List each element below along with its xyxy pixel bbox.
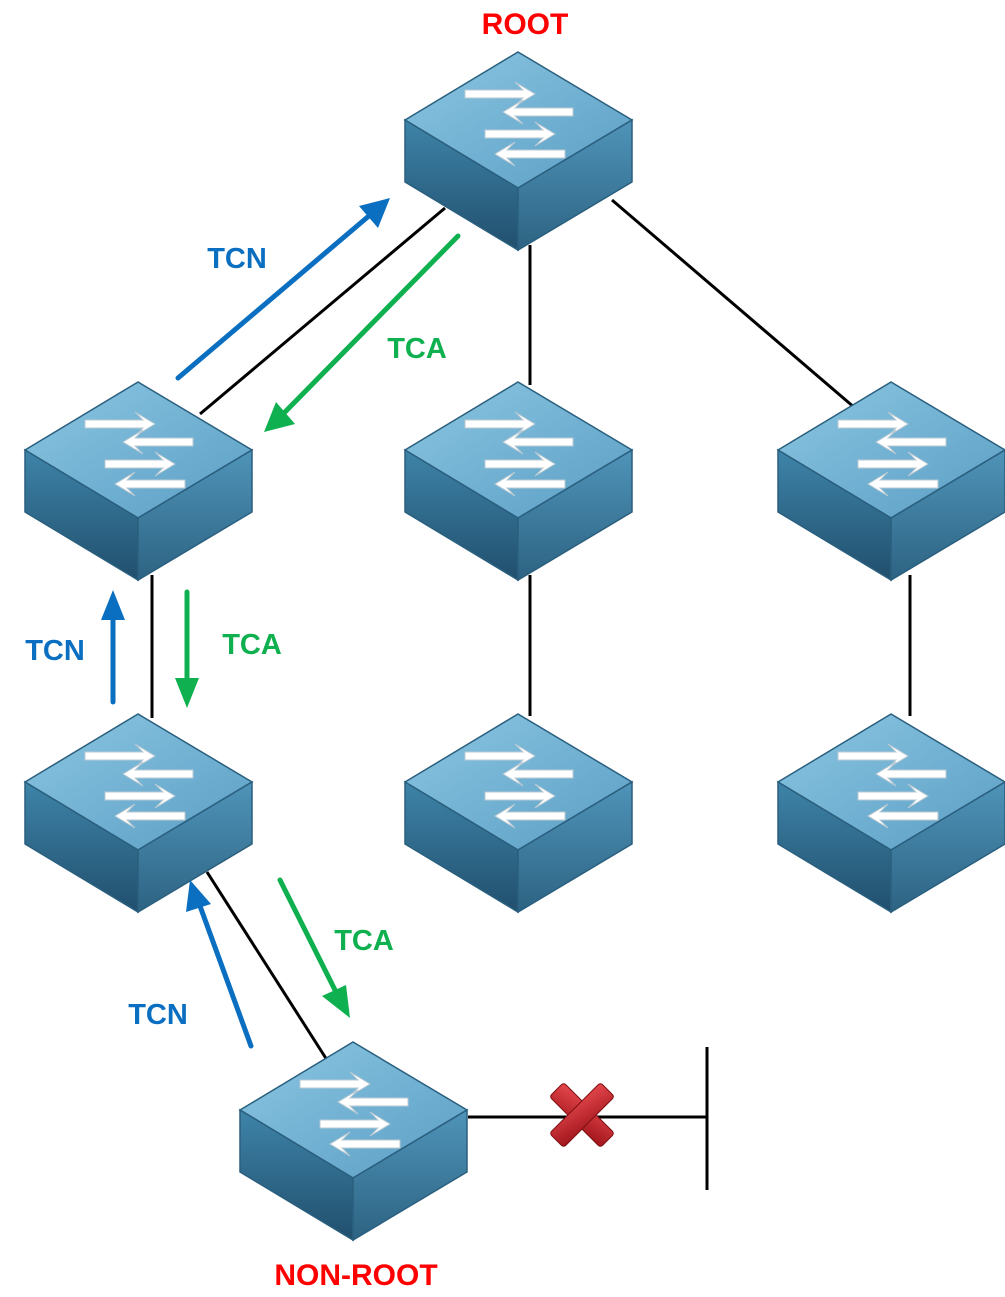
- tca-label-root-link: TCA: [387, 333, 447, 365]
- tca-arrow-sw4-to-nonroot: [277, 877, 350, 1018]
- switch-icon-sw4: [23, 713, 254, 914]
- tca-arrow-root-to-sw1: [264, 233, 461, 432]
- switch-icon-sw3: [776, 381, 1005, 582]
- switches: [23, 51, 1005, 1242]
- tcn-arrow-sw4-to-sw1: [101, 590, 125, 705]
- non-root-label: NON-ROOT: [274, 1259, 437, 1292]
- arrows: [101, 198, 461, 1049]
- switch-icon-sw1: [23, 381, 254, 582]
- tcn-label-sw1-link: TCN: [25, 635, 85, 667]
- tca-label-sw1-link: TCA: [222, 629, 282, 661]
- link-sw4-nonroot: [205, 871, 329, 1061]
- tcn-arrow-nonroot-to-sw4: [186, 880, 254, 1049]
- labels: ROOT NON-ROOT TCN TCA TCN TCA TCA TCN: [25, 8, 568, 1292]
- switch-icon-sw2: [403, 381, 634, 582]
- switch-icon-root: [403, 51, 634, 252]
- tca-label-sw4-link: TCA: [334, 925, 394, 957]
- link-root-sw1: [199, 206, 446, 416]
- tcn-label-sw4-link: TCN: [128, 999, 188, 1031]
- tcn-arrow-sw1-to-root: [175, 198, 390, 381]
- root-label: ROOT: [482, 8, 569, 41]
- switch-icon-sw5: [403, 713, 634, 914]
- link-root-sw3: [611, 198, 856, 410]
- x-mark-icon: [550, 1083, 614, 1147]
- switch-icon-non-root: [238, 1041, 469, 1242]
- switch-icon-sw6: [776, 713, 1005, 914]
- links: [150, 198, 912, 1190]
- tca-arrow-sw1-to-sw4: [175, 589, 199, 708]
- tcn-label-root-link: TCN: [207, 243, 267, 275]
